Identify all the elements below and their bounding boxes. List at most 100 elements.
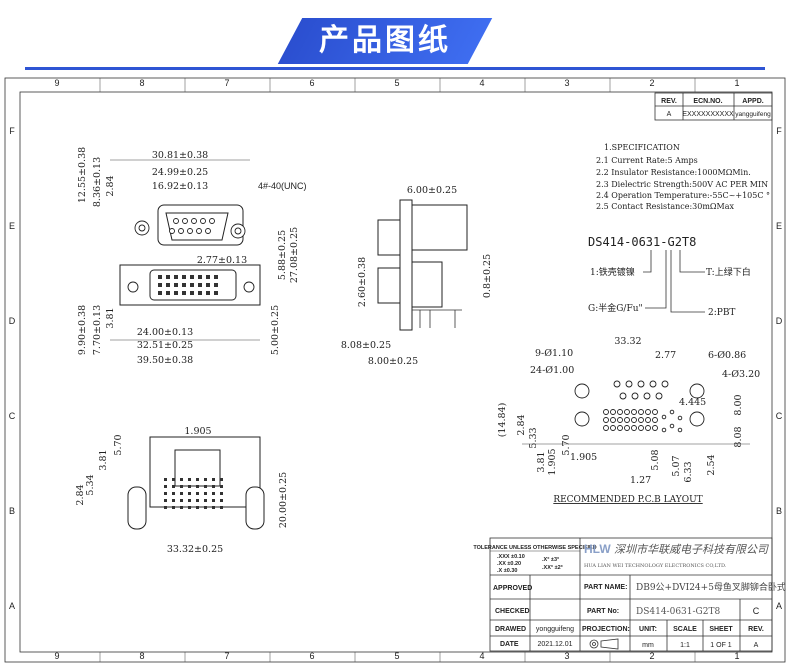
dim-label: 2.77±0.13 xyxy=(197,255,247,266)
pin xyxy=(166,283,170,287)
pin xyxy=(206,275,210,279)
legend-material: 2:PBT xyxy=(708,308,735,318)
pcb-hole xyxy=(638,417,644,423)
pin xyxy=(182,291,186,295)
pcb-hole xyxy=(643,392,651,400)
dim-label: 6.00±0.25 xyxy=(407,185,457,196)
banner-title: 产品图纸 xyxy=(319,23,451,58)
pin xyxy=(196,478,199,481)
column-label: 8 xyxy=(139,78,144,88)
checked-label: CHECKED xyxy=(495,608,530,615)
pin xyxy=(220,506,223,509)
part-code-legend: DS414-0631-G2T8 1:铁壳镀镍 G:半金G/Fu" 2:PBT T… xyxy=(588,235,751,318)
column-label: 9 xyxy=(54,78,59,88)
pcb-hole xyxy=(624,417,630,423)
row-label: F xyxy=(776,126,782,136)
pin xyxy=(220,485,223,488)
pin xyxy=(214,283,218,287)
row-label: E xyxy=(776,221,782,231)
pcb-hole xyxy=(649,380,657,388)
pin xyxy=(180,492,183,495)
column-label: 5 xyxy=(394,651,399,661)
rev-value: A xyxy=(667,111,672,118)
row-label: F xyxy=(9,126,15,136)
pin xyxy=(212,485,215,488)
pin xyxy=(172,492,175,495)
column-label: 2 xyxy=(649,78,654,88)
pin xyxy=(214,275,218,279)
pin xyxy=(166,275,170,279)
part-name-label: PART NAME: xyxy=(584,584,627,591)
pin xyxy=(188,492,191,495)
sheet-label: SHEET xyxy=(709,626,733,633)
column-label: 4 xyxy=(479,78,484,88)
pcb-hole xyxy=(603,425,609,431)
pin xyxy=(158,283,162,287)
pin xyxy=(206,291,210,295)
tolerance-value: .XX° ±2° xyxy=(542,565,563,571)
pin xyxy=(196,499,199,502)
dim-label: 8.36±0.13 xyxy=(92,157,103,207)
dim-label: 2.84 xyxy=(516,414,527,435)
pin xyxy=(169,228,175,234)
row-label: E xyxy=(9,221,15,231)
company-logo: HLW xyxy=(584,542,611,556)
pin xyxy=(198,291,202,295)
dim-label: 5.70 xyxy=(113,434,124,455)
pin xyxy=(204,485,207,488)
dim-label: 8.08±0.25 xyxy=(341,340,391,351)
column-label: 3 xyxy=(564,78,569,88)
side-view: 6.00±0.25 2.60±0.38 0.8±0.25 8.08±0.25 8… xyxy=(341,185,493,367)
pcb-hole xyxy=(652,425,658,431)
pcb-hole xyxy=(617,417,623,423)
dim-label: 9-Ø1.10 xyxy=(535,348,573,359)
row-label: A xyxy=(776,601,782,611)
pcb-layout-title: RECOMMENDED P.C.B LAYOUT xyxy=(553,495,702,505)
pcb-hole xyxy=(645,409,651,415)
appd-header: APPD. xyxy=(742,98,763,105)
pin xyxy=(180,499,183,502)
company-name-cn: 深圳市华联威电子科技有限公司 xyxy=(614,543,769,556)
pcb-hole xyxy=(613,380,621,388)
pin xyxy=(206,283,210,287)
pin xyxy=(198,275,202,279)
legend-shell: 1:铁壳镀镍 xyxy=(590,266,635,278)
pin xyxy=(198,283,202,287)
pin xyxy=(174,283,178,287)
dim-label: 3.81 xyxy=(536,451,547,472)
pin xyxy=(191,218,197,224)
company-name-en: HUA LIAN WEI TECHNOLOGY ELECTRONICS CO,L… xyxy=(584,563,727,569)
pin xyxy=(188,506,191,509)
part-name-value: DB9公+DVI24+5母鱼叉脚铆合卧式 xyxy=(636,581,786,593)
pcb-hole xyxy=(669,423,675,429)
rev-label: REV. xyxy=(748,626,764,633)
pcb-hole xyxy=(631,417,637,423)
pin xyxy=(212,478,215,481)
pcb-hole xyxy=(645,425,651,431)
row-label: C xyxy=(776,411,783,421)
page-banner: 产品图纸 xyxy=(277,18,493,64)
pin xyxy=(200,218,206,224)
pin xyxy=(187,228,193,234)
date-label: DATE xyxy=(500,641,519,648)
projection-label: PROJECTION: xyxy=(582,626,630,633)
title-block: TOLERANCE UNLESS OTHERWISE SPECIFIED .XX… xyxy=(473,537,786,652)
pin xyxy=(214,291,218,295)
column-label: 6 xyxy=(309,78,314,88)
dim-label: 8.00 xyxy=(733,394,744,415)
pin xyxy=(180,478,183,481)
pin xyxy=(180,506,183,509)
column-label: 9 xyxy=(54,651,59,661)
dim-label: 39.50±0.38 xyxy=(137,355,193,366)
dim-label: 1.905 xyxy=(547,448,558,475)
drawing-frame xyxy=(4,77,786,663)
pcb-hole xyxy=(619,392,627,400)
row-label: C xyxy=(9,411,16,421)
dim-label: 2.84 xyxy=(75,484,86,505)
unit-value: mm xyxy=(642,642,654,649)
pin xyxy=(164,499,167,502)
pin xyxy=(204,499,207,502)
